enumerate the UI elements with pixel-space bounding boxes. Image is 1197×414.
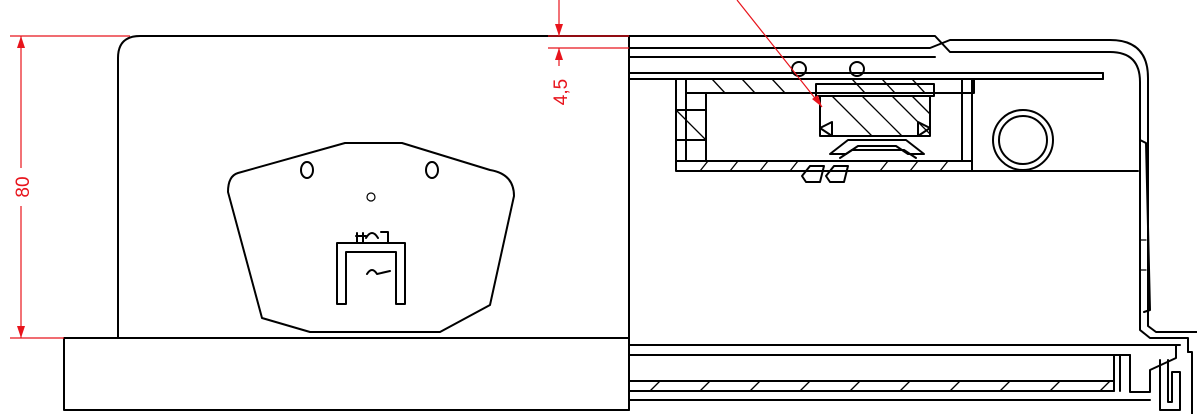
mounting-hole-left bbox=[300, 161, 314, 179]
housing-section-view bbox=[628, 35, 1197, 414]
mounting-plate bbox=[227, 142, 515, 333]
housing-exterior-view bbox=[63, 35, 630, 411]
dimension-gap-label: 4,5 bbox=[551, 79, 572, 105]
leader-arrow bbox=[736, 0, 823, 108]
dimension-gap: 4,5 bbox=[548, 0, 629, 105]
hatch-bottom-bar bbox=[649, 380, 1111, 392]
latch-channel bbox=[336, 242, 406, 305]
dimension-height: 80 bbox=[10, 35, 130, 339]
dimension-height-label: 80 bbox=[13, 176, 34, 197]
hatch-top-bar bbox=[711, 78, 926, 94]
center-hole bbox=[366, 192, 376, 202]
mounting-hole-right bbox=[425, 161, 439, 179]
roller bbox=[992, 109, 1054, 171]
hatch-floor bbox=[699, 160, 949, 172]
latch-clip bbox=[355, 231, 389, 244]
center-clip-block bbox=[801, 83, 935, 183]
